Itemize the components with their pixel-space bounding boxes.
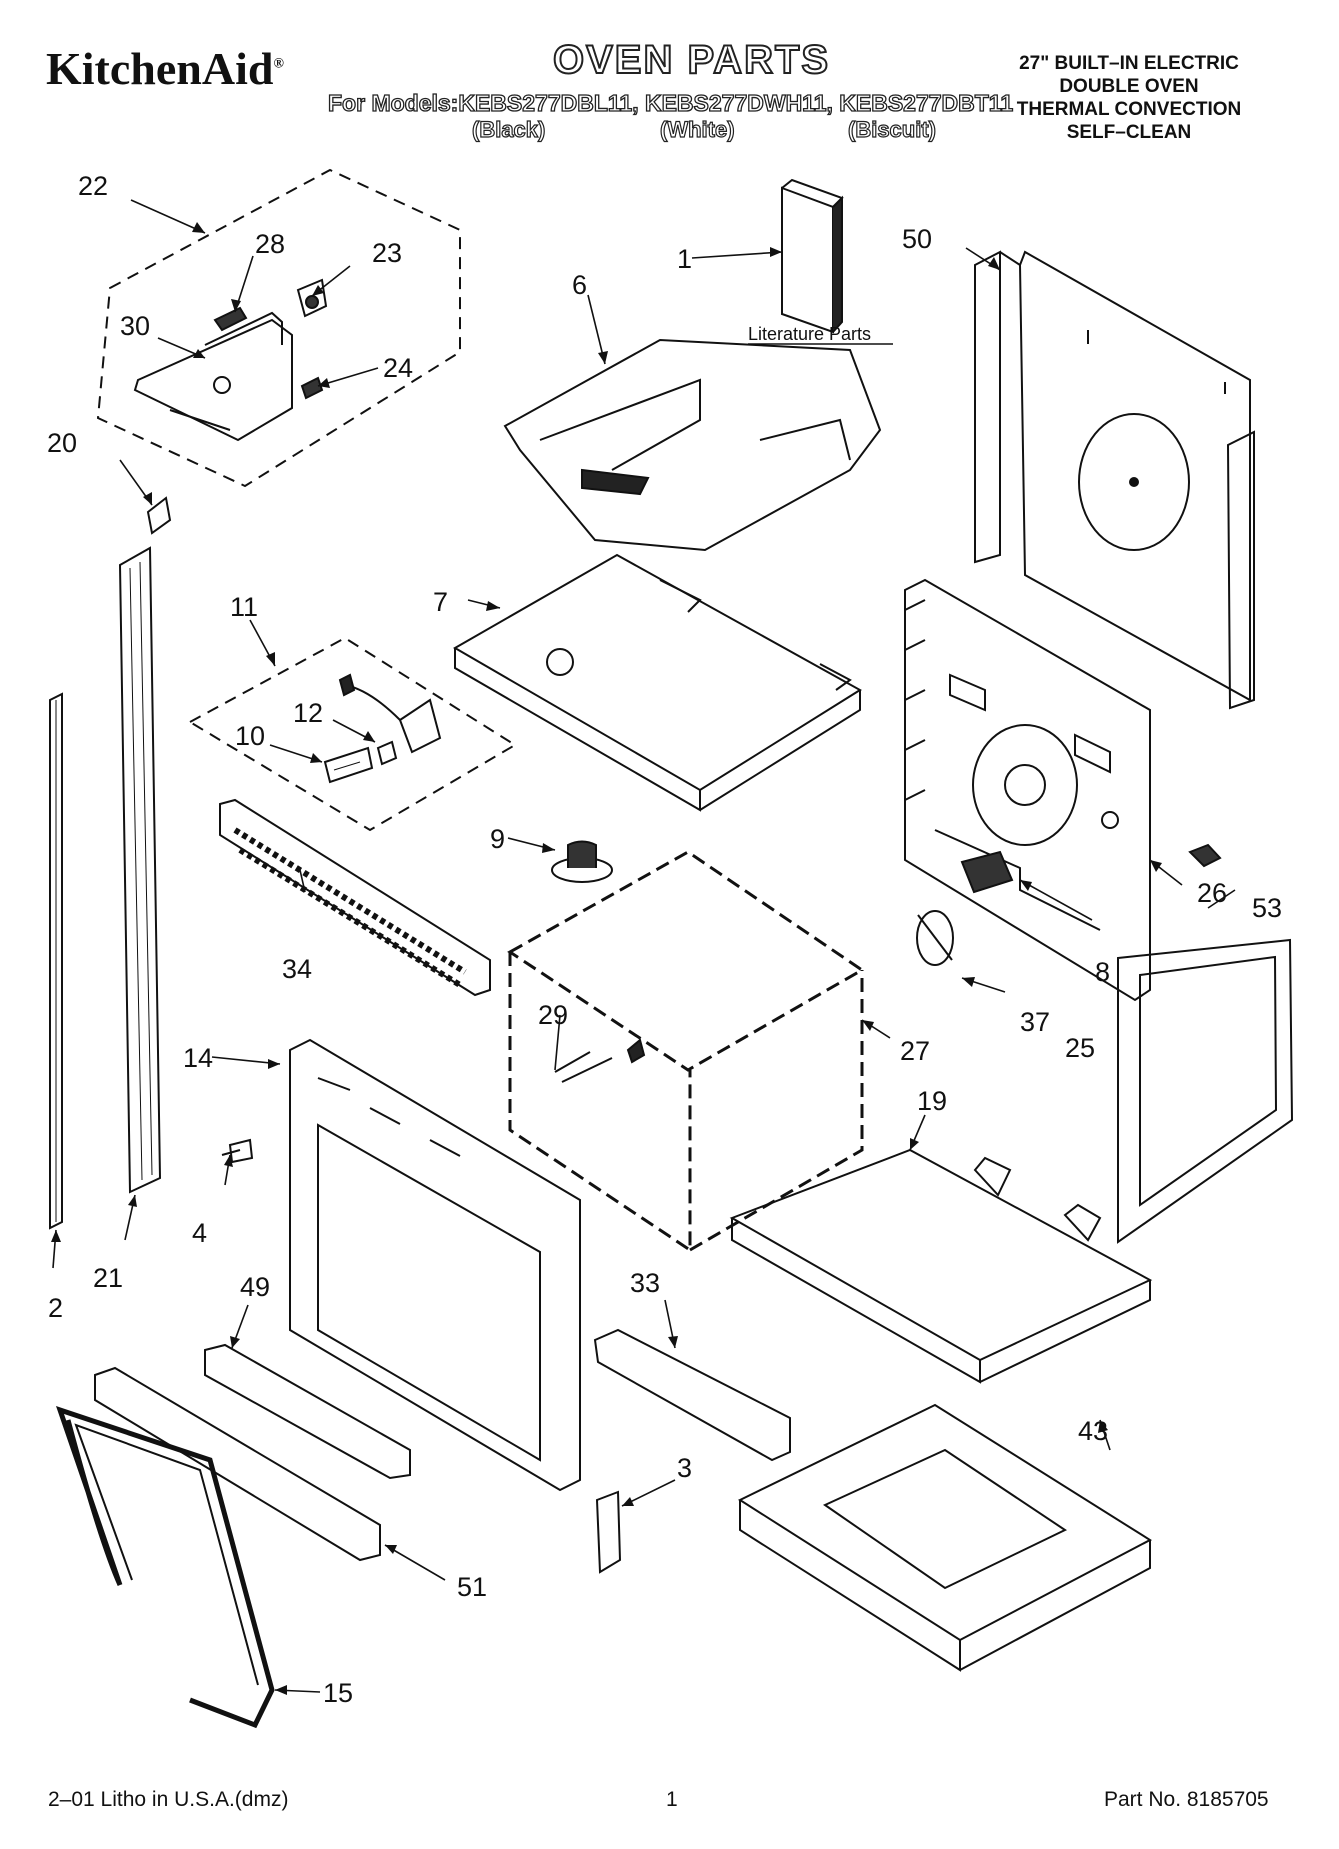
callout-6: 6 xyxy=(572,270,587,300)
callout-2: 2 xyxy=(48,1293,63,1323)
control-bracket-assembly xyxy=(96,168,461,488)
callout-33: 33 xyxy=(630,1268,660,1298)
callout-15: 15 xyxy=(323,1678,353,1708)
page-title: OVEN PARTS xyxy=(552,37,831,83)
callout-23: 23 xyxy=(372,238,402,268)
callout-8: 8 xyxy=(1095,957,1110,987)
part-15-gasket xyxy=(55,1406,275,1729)
part-2-trim-strip xyxy=(49,692,63,1230)
callout-49: 49 xyxy=(240,1272,270,1302)
part-7-top-panel xyxy=(452,553,862,812)
part-27-oven-cavity xyxy=(507,850,865,1253)
part-49-trim xyxy=(204,1343,411,1480)
callout-50: 50 xyxy=(902,224,932,254)
callout-7: 7 xyxy=(433,587,448,617)
callout-3: 3 xyxy=(677,1453,692,1483)
callout-9: 9 xyxy=(490,824,505,854)
callout-21: 21 xyxy=(93,1263,123,1293)
callout-numbers: 22 28 23 30 24 20 1 6 50 7 11 12 10 9 34… xyxy=(47,171,1282,1708)
brand-mark: ® xyxy=(273,56,284,72)
callout-24: 24 xyxy=(383,353,413,383)
part-33-rail xyxy=(593,1328,791,1462)
callout-34: 34 xyxy=(282,954,312,984)
callout-25: 25 xyxy=(1065,1033,1095,1063)
literature-parts xyxy=(781,178,844,334)
description-line: 27" BUILT–IN ELECTRIC xyxy=(1019,53,1239,74)
brand-logo: KitchenAid® xyxy=(46,42,284,95)
part-53-clip xyxy=(1188,843,1222,868)
callout-20: 20 xyxy=(47,428,77,458)
part-3-bracket xyxy=(595,1490,622,1574)
description-line: DOUBLE OVEN xyxy=(1059,76,1199,97)
part-20 xyxy=(146,496,172,535)
part-14-front-frame xyxy=(289,1038,581,1492)
description-line: SELF–CLEAN xyxy=(1066,122,1192,143)
brand-text: KitchenAid xyxy=(46,43,274,94)
part-21-trim-strip xyxy=(118,546,162,1194)
arrow-heads xyxy=(51,222,1162,1695)
litho-note: 2–01 Litho in U.S.A.(dmz) xyxy=(48,1788,289,1811)
callout-12: 12 xyxy=(293,698,323,728)
part-4-screw xyxy=(221,1138,254,1164)
part-6-top-shield xyxy=(503,338,882,552)
callout-28: 28 xyxy=(255,229,285,259)
callout-51: 51 xyxy=(457,1572,487,1602)
callout-27: 27 xyxy=(900,1036,930,1066)
callout-53: 53 xyxy=(1252,893,1282,923)
models-line: For Models:KEBS277DBL11, KEBS277DWH11, K… xyxy=(327,89,1014,116)
literature-label: Literature Parts xyxy=(748,324,871,344)
callout-10: 10 xyxy=(235,721,265,751)
part-19-bottom-panel xyxy=(729,1148,1153,1384)
oven-hardware xyxy=(551,840,646,1083)
part-43-bottom-tray xyxy=(737,1403,1153,1672)
part-25-frame xyxy=(1117,938,1294,1244)
color-black: (Black) xyxy=(471,116,546,142)
page-number: 1 xyxy=(666,1788,678,1811)
product-description: 27" BUILT–IN ELECTRIC DOUBLE OVEN THERMA… xyxy=(979,52,1279,144)
part-51-trim xyxy=(94,1366,381,1562)
part-26-convection-plate xyxy=(904,578,1151,1002)
leader-arrows xyxy=(52,199,1236,1693)
light-assembly xyxy=(187,636,517,832)
part-8-block xyxy=(960,850,1014,894)
callout-43: 43 xyxy=(1078,1416,1108,1446)
callout-19: 19 xyxy=(917,1086,947,1116)
part-50-rear-panel xyxy=(974,250,1255,710)
callout-30: 30 xyxy=(120,311,150,341)
callout-22: 22 xyxy=(78,171,108,201)
callout-29: 29 xyxy=(538,1000,568,1030)
color-biscuit: (Biscuit) xyxy=(847,116,936,142)
description-line: THERMAL CONVECTION xyxy=(1016,99,1242,120)
part-number: Part No. 8185705 xyxy=(1104,1788,1269,1811)
callout-14: 14 xyxy=(183,1043,213,1073)
callout-4: 4 xyxy=(192,1218,207,1248)
callout-26: 26 xyxy=(1197,878,1227,908)
callout-37: 37 xyxy=(1020,1007,1050,1037)
part-34-vent-grille xyxy=(219,798,491,997)
callout-1: 1 xyxy=(677,244,692,274)
callout-11: 11 xyxy=(230,592,258,622)
color-white: (White) xyxy=(659,116,735,142)
part-37-switch xyxy=(916,910,954,966)
